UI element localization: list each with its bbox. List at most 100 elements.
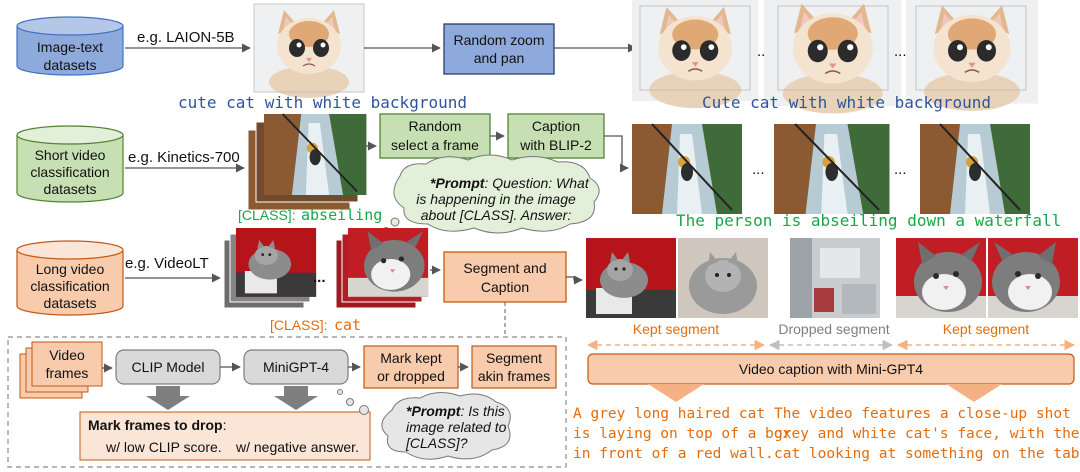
- video-frames-line1: Video: [49, 347, 85, 363]
- detail-prompt-line2: image related to: [406, 419, 507, 435]
- detail-prompt-line3: [CLASS]?: [405, 435, 468, 451]
- clip-model-label: CLIP Model: [132, 359, 205, 375]
- segment-caption-box: Segment and Caption: [443, 251, 567, 303]
- video-frames-line2: frames: [46, 365, 89, 381]
- row3-video-stack-1: [223, 228, 317, 309]
- row3-video-stack-2: [335, 228, 429, 309]
- caption1-line1: A grey long haired cat: [573, 406, 765, 422]
- mark-kept-line1: Mark kept: [380, 350, 442, 366]
- random-zoom-line2: and pan: [474, 50, 525, 66]
- row2-ellipsis-2: ...: [894, 161, 907, 178]
- row3-source-line2: classification: [30, 278, 109, 294]
- row1-source-cylinder: Image-text datasets: [16, 16, 124, 76]
- row2-ellipsis-1: ...: [752, 161, 765, 178]
- row3-source-line1: Long video: [36, 261, 105, 277]
- caption2-line2: grey and white cat's face, with the: [774, 426, 1080, 442]
- drop-criteria-colon: :: [223, 417, 227, 433]
- kept-frame-4: [988, 238, 1078, 318]
- row3-class-tag: [CLASS]:: [270, 317, 328, 333]
- video-frames-stack: Video frames: [19, 341, 103, 399]
- row2-arrow-to-outputs: [604, 135, 629, 173]
- caption-pointer-1: [648, 384, 704, 402]
- minigpt-down-arrow: [274, 386, 318, 410]
- drop-criteria-box: Mark frames to drop: w/ low CLIP score. …: [79, 411, 371, 461]
- random-zoom-box: Random zoom and pan: [443, 23, 555, 75]
- row1-source-line2: datasets: [44, 57, 97, 73]
- svg-text:*Prompt: Question: What: *Prompt: Question: What: [430, 175, 590, 191]
- drop-reason-clip: w/ low CLIP score.: [105, 439, 222, 455]
- clip-down-arrow: [146, 386, 190, 410]
- random-select-box: Random select a frame: [379, 113, 491, 159]
- row2-prompt-line1: : Question: What: [484, 175, 589, 191]
- random-select-line2: select a frame: [391, 137, 479, 153]
- detail-prompt-line1: : Is this: [460, 403, 504, 419]
- row3-example: e.g. VideoLT: [125, 255, 209, 272]
- caption-blip2-line2: with BLIP-2: [519, 137, 592, 153]
- row2-source-line2: classification: [30, 164, 109, 180]
- caption-blip2-line1: Caption: [532, 118, 580, 134]
- caption2-line1: The video features a close-up shot of a: [774, 406, 1080, 422]
- caption1-line3: in front of a red wall.: [573, 446, 774, 462]
- video-caption-bar: Video caption with Mini-GPT4: [587, 353, 1075, 385]
- row2-class-value: abseiling: [301, 206, 382, 224]
- clip-model-box: CLIP Model: [115, 349, 221, 385]
- mark-kept-line2: or dropped: [377, 368, 445, 384]
- row3-source-cylinder: Long video classification datasets: [16, 240, 124, 316]
- caption2-line3: cat looking at something on the table.: [774, 446, 1080, 462]
- dropped-segment-label: Dropped segment: [778, 321, 889, 337]
- segment-akin-box: Segment akin frames: [471, 345, 557, 389]
- segment-caption-line2: Caption: [481, 279, 529, 295]
- row1-ellipsis-2: ...: [894, 43, 907, 60]
- caption1-line2: is laying on top of a box: [573, 426, 792, 442]
- detail-prompt-label: *Prompt: [406, 403, 462, 419]
- kept-frame-2: [678, 238, 768, 318]
- row2-source-cylinder: Short video classification datasets: [16, 125, 124, 203]
- row2-output-frame-3: [919, 123, 1031, 215]
- detail-prompt-cloud: *Prompt: Is this image related to [CLASS…: [337, 389, 511, 460]
- row2-prompt-label: *Prompt: [430, 175, 486, 191]
- svg-text:Mark frames to drop:: Mark frames to drop:: [88, 417, 226, 433]
- kept-frame-1: [586, 238, 676, 318]
- row1-output-frame-2: [763, 0, 903, 115]
- random-zoom-line1: Random zoom: [453, 32, 544, 48]
- row2-prompt-line2: is happening in the image: [416, 191, 576, 207]
- row2-class-tag: [CLASS]:: [238, 207, 296, 223]
- segment-caption-line1: Segment and: [463, 260, 546, 276]
- row1-input-caption: cute cat with white background: [178, 93, 467, 112]
- row1-output-frame-1: [631, 0, 760, 109]
- minigpt4-label: MiniGPT-4: [263, 359, 329, 375]
- row3-ellipsis-input: ...: [313, 269, 326, 286]
- kept-segment-1-label: Kept segment: [633, 321, 719, 337]
- video-caption-bar-label: Video caption with Mini-GPT4: [739, 361, 923, 377]
- kept-segment-2-label: Kept segment: [943, 321, 1029, 337]
- row2-prompt-cloud: *Prompt: Question: What is happening in …: [383, 154, 600, 234]
- kept-segment-1-bg: [620, 320, 732, 338]
- dropped-frame: [790, 238, 880, 318]
- detail-panel: [7, 336, 567, 468]
- row3-source-line3: datasets: [44, 295, 97, 311]
- row1-example: e.g. LAION-5B: [137, 29, 235, 46]
- row2-output-caption: The person is abseiling down a waterfall: [676, 211, 1061, 230]
- caption-blip2-box: Caption with BLIP-2: [507, 113, 605, 159]
- row2-output-frame-1: [631, 123, 743, 215]
- svg-text:*Prompt: Is this: *Prompt: Is this: [406, 403, 505, 419]
- row2-prompt-line3: about [CLASS]. Answer:: [421, 207, 572, 223]
- segment-akin-line2: akin frames: [478, 368, 550, 384]
- row2-source-line3: datasets: [44, 181, 97, 197]
- segment-akin-line1: Segment: [486, 350, 542, 366]
- random-select-line1: Random: [409, 118, 462, 134]
- row3-arrow-to-segments: [566, 275, 583, 285]
- minigpt4-box: MiniGPT-4: [243, 349, 349, 385]
- caption-pointer-2: [946, 384, 1002, 402]
- drop-criteria-title: Mark frames to drop: [88, 417, 223, 433]
- drop-reason-answer: w/ negative answer.: [235, 439, 359, 455]
- row1-source-line1: Image-text: [37, 39, 103, 55]
- row2-example: e.g. Kinetics-700: [128, 149, 240, 166]
- row2-output-frame-2: [772, 122, 891, 216]
- mark-kept-box: Mark kept or dropped: [363, 345, 459, 389]
- row1-output-frame-3: [905, 0, 1039, 112]
- kept-frame-3: [896, 238, 986, 318]
- row2-video-stack: [247, 113, 368, 211]
- row3-class-value: cat: [334, 316, 361, 334]
